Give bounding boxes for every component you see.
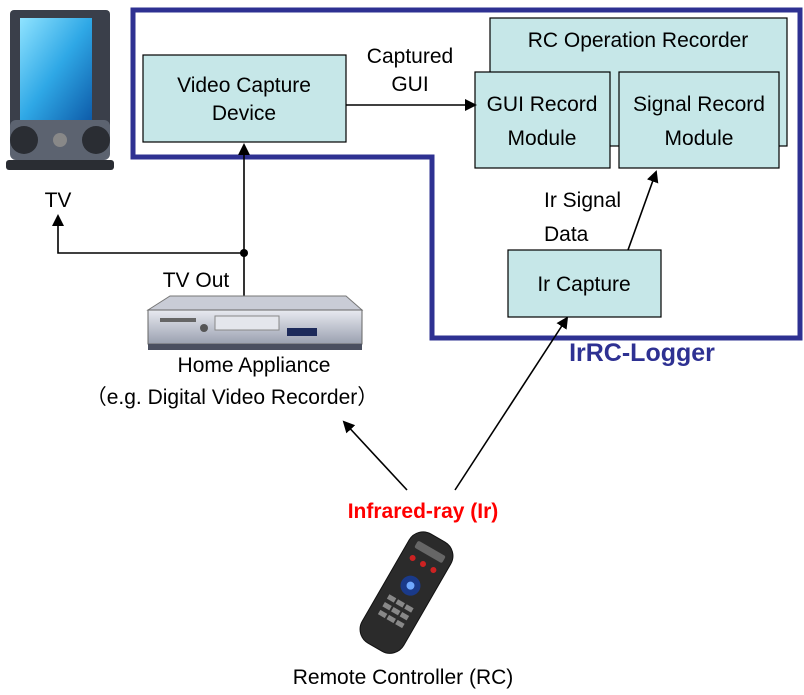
captured-gui-label-1: Captured	[367, 45, 453, 68]
ir-signal-label-1: Ir Signal	[544, 189, 621, 212]
infrared-label: Infrared-ray (Ir)	[348, 500, 499, 523]
gui-record-label-2: Module	[508, 127, 577, 150]
captured-gui-label-2: GUI	[391, 73, 428, 96]
ir-signal-label-2: Data	[544, 223, 589, 246]
ir-capture-box: Ir Capture	[507, 249, 662, 318]
irrc-logger-boundary	[130, 7, 803, 341]
rc-recorder-label: RC Operation Recorder	[528, 29, 749, 52]
home-appliance-label: Home Appliance	[178, 354, 331, 377]
ir-to-capture-arrow	[454, 316, 569, 491]
ir-signal-arrow	[627, 170, 659, 251]
remote-controller-icon	[359, 531, 454, 654]
video-capture-label-2: Device	[212, 102, 276, 125]
video-capture-device-box: Video Capture Device	[142, 54, 347, 143]
signal-record-label-1: Signal Record	[633, 93, 765, 116]
tv-icon	[6, 10, 114, 170]
irrc-logger-label: IrRC-Logger	[569, 339, 715, 367]
home-appliance-example-label: （e.g. Digital Video Recorder）	[86, 386, 379, 409]
tv-label: TV	[45, 189, 72, 212]
junction-dot	[240, 249, 248, 257]
ir-to-appliance-arrow	[342, 420, 408, 491]
remote-controller-label: Remote Controller (RC)	[293, 666, 514, 689]
ir-capture-label: Ir Capture	[537, 273, 630, 296]
signal-record-label-2: Module	[665, 127, 734, 150]
tv-out-to-tv-arrow	[52, 214, 244, 254]
video-capture-label-1: Video Capture	[177, 74, 311, 97]
signal-record-module-box: Signal Record Module	[618, 71, 780, 169]
gui-record-label-1: GUI Record	[487, 93, 598, 116]
gui-record-module-box: GUI Record Module	[474, 71, 611, 169]
dvr-icon	[146, 295, 364, 350]
tv-out-label: TV Out	[163, 269, 230, 292]
